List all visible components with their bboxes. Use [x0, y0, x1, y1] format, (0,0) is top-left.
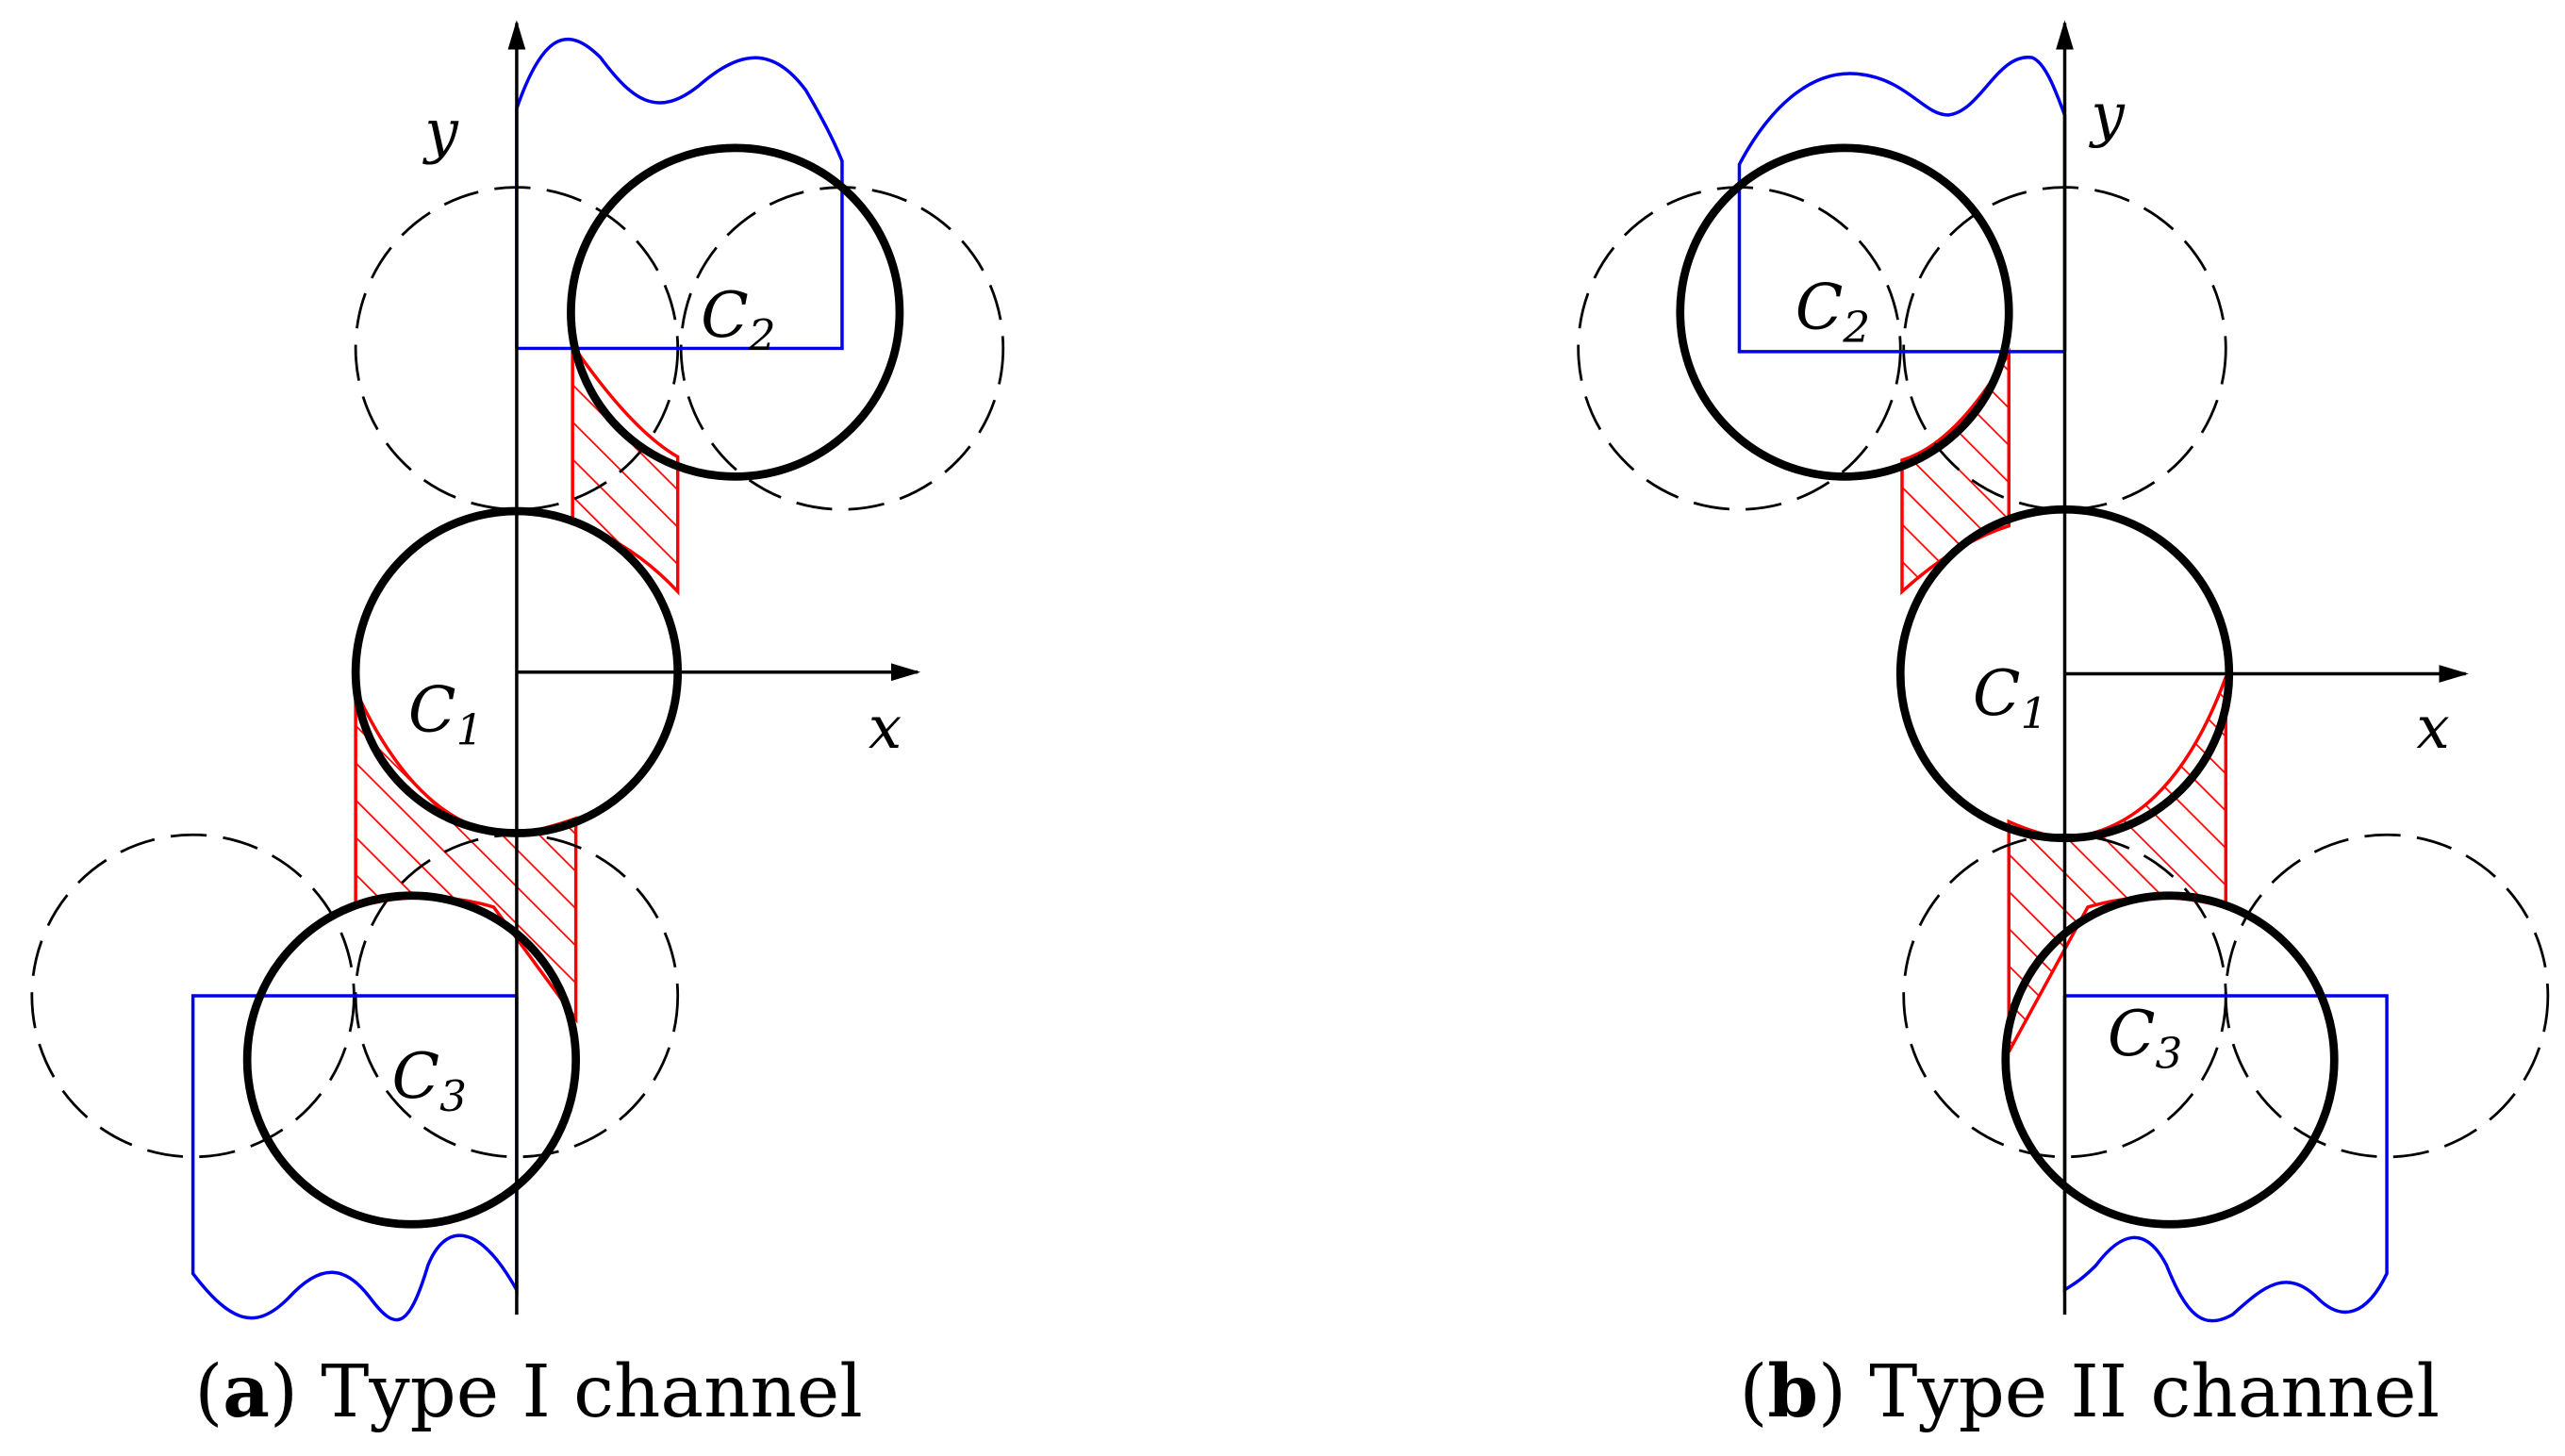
label-c1: C1: [408, 673, 484, 754]
circle-c1: [351, 506, 683, 837]
label-c3: C3: [391, 1040, 467, 1121]
circle-c3: [2001, 891, 2339, 1229]
label-c1: C1: [1973, 657, 2048, 738]
rotor-profile-lower: [2062, 994, 2389, 1323]
axis-label-y: y: [2088, 80, 2126, 149]
rotor-profile-lower: [190, 994, 519, 1322]
caption-a: (a) Type I channel: [194, 1349, 862, 1434]
circle-c2: [567, 143, 904, 481]
rotor-profile-upper: [515, 37, 844, 351]
label-c2: C2: [701, 279, 776, 360]
panel-a: y x C1 C2 C3 (a) Type I channel: [30, 20, 1005, 1434]
caption-b: (b) Type II channel: [1739, 1349, 2440, 1434]
label-c3: C3: [2108, 998, 2183, 1079]
panel-b: y x C1 C2 C3 (b) Type II channel: [1577, 20, 2550, 1434]
axis-label-x: x: [869, 693, 902, 762]
axis-label-y: y: [422, 96, 459, 165]
rotor-profile-upper: [1737, 56, 2067, 354]
label-c2: C2: [1796, 272, 1871, 353]
circle-c1: [1895, 505, 2234, 843]
circle-c3: [242, 891, 581, 1229]
axis-label-x: x: [2416, 693, 2449, 762]
circle-c2: [1676, 143, 2013, 481]
